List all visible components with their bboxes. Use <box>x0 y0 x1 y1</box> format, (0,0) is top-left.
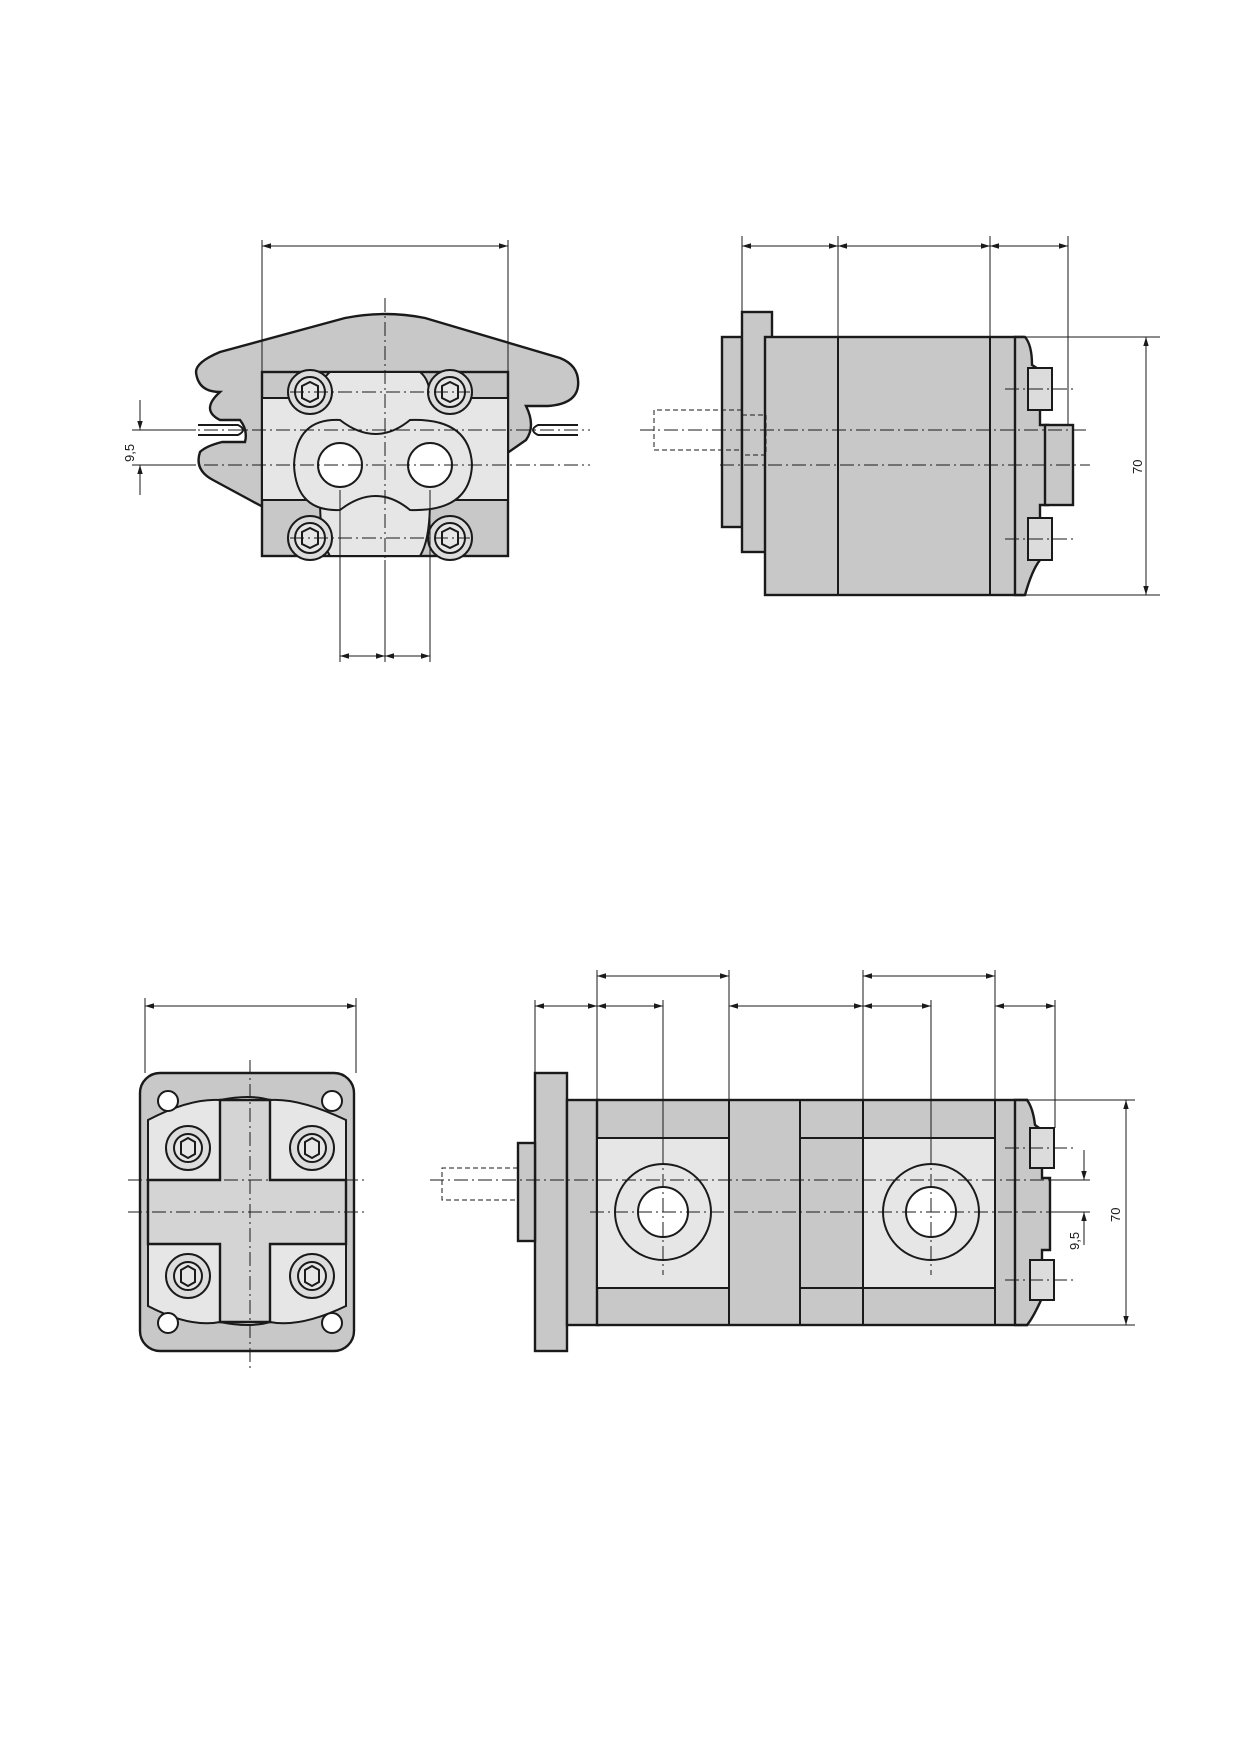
flange-hole-tr <box>321 1090 343 1112</box>
tandem-shaft-collar <box>516 1141 537 1243</box>
bolt-top-right <box>427 369 473 415</box>
bottom-bolt-tr <box>289 1125 335 1171</box>
bottom-bolt-br <box>289 1253 335 1299</box>
side-flange-plate <box>720 335 744 529</box>
right-mounting-slot <box>532 424 578 436</box>
bottom-side-view: 70 9,5 <box>430 970 1135 1353</box>
bottom-front-view <box>128 998 366 1368</box>
tandem-shaft <box>441 1167 518 1201</box>
side-pump-body <box>763 335 1025 597</box>
dim-label-9-5-top: 9,5 <box>122 444 137 462</box>
dim-label-70-top: 70 <box>1130 460 1145 474</box>
left-mounting-slot <box>198 424 244 436</box>
dim-label-9-5-bottom: 9,5 <box>1067 1232 1082 1250</box>
bottom-bolt-tl <box>165 1125 211 1171</box>
tandem-flange <box>533 1071 569 1353</box>
flange-hole-bl <box>157 1312 179 1334</box>
flange-hole-tl <box>157 1090 179 1112</box>
dim-label-70-bottom: 70 <box>1108 1208 1123 1222</box>
flange-hole-br <box>321 1312 343 1334</box>
top-side-view: 70 <box>640 236 1160 597</box>
bottom-bolt-bl <box>165 1253 211 1299</box>
bolt-bottom-right <box>427 515 473 561</box>
top-front-view: 9,5 <box>122 240 590 662</box>
